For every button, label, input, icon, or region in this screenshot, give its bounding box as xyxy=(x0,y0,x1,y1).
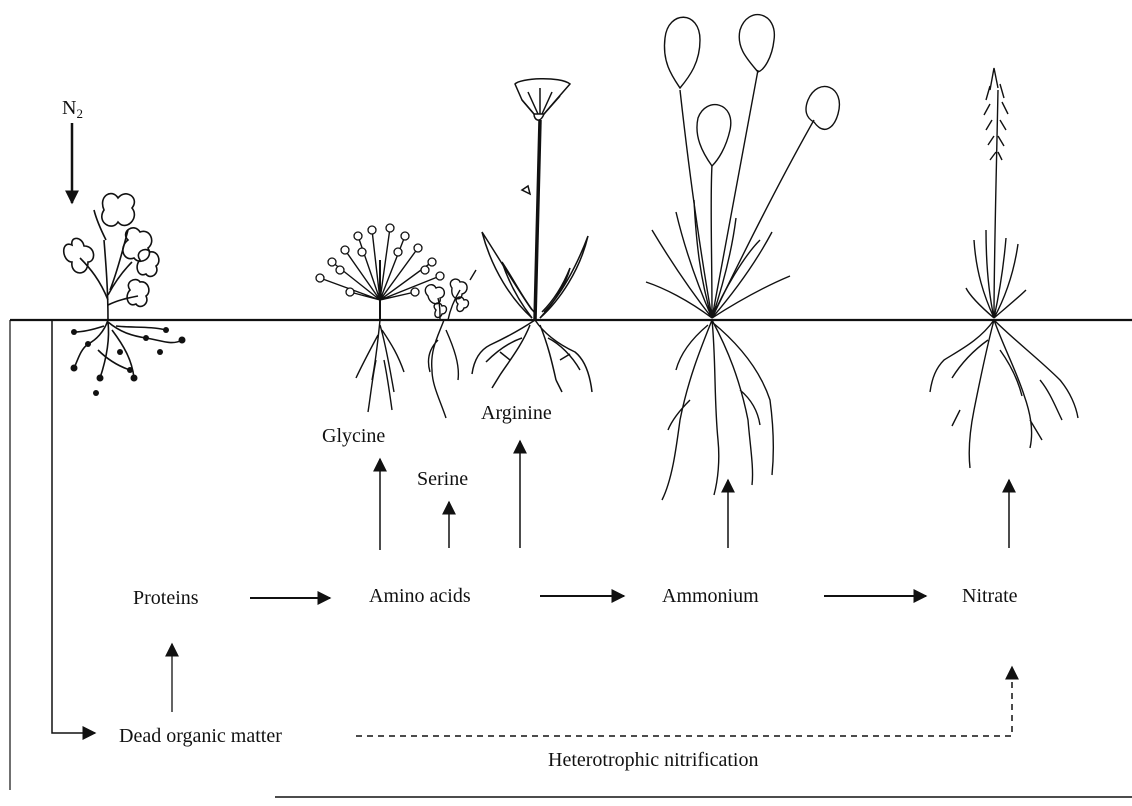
nitrate-label: Nitrate xyxy=(962,586,1018,606)
n2-label-subscript: 2 xyxy=(76,106,83,121)
glycine-label: Glycine xyxy=(322,426,385,446)
legume-plant-illustration xyxy=(64,194,182,378)
sedge-plant-illustration xyxy=(646,15,839,500)
dead-organic-matter-label: Dead organic matter xyxy=(119,726,282,746)
heterotrophic-nitrification-label: Heterotrophic nitrification xyxy=(548,750,758,770)
n2-label: N2 xyxy=(62,98,83,120)
heterotrophic-nitrification-arrow xyxy=(356,667,1012,736)
small-flower-plant-illustration xyxy=(425,270,476,418)
proteins-label: Proteins xyxy=(133,588,199,608)
root-nodules xyxy=(71,327,186,396)
amino-acids-label: Amino acids xyxy=(369,586,471,606)
ammonium-label: Ammonium xyxy=(662,586,759,606)
litter-input-arrow xyxy=(52,320,95,733)
serine-label: Serine xyxy=(417,469,468,489)
arginine-label: Arginine xyxy=(481,403,552,423)
daisy-plant-illustration xyxy=(472,79,592,392)
grass-plant-illustration xyxy=(930,68,1078,468)
n2-label-symbol: N xyxy=(62,97,76,119)
